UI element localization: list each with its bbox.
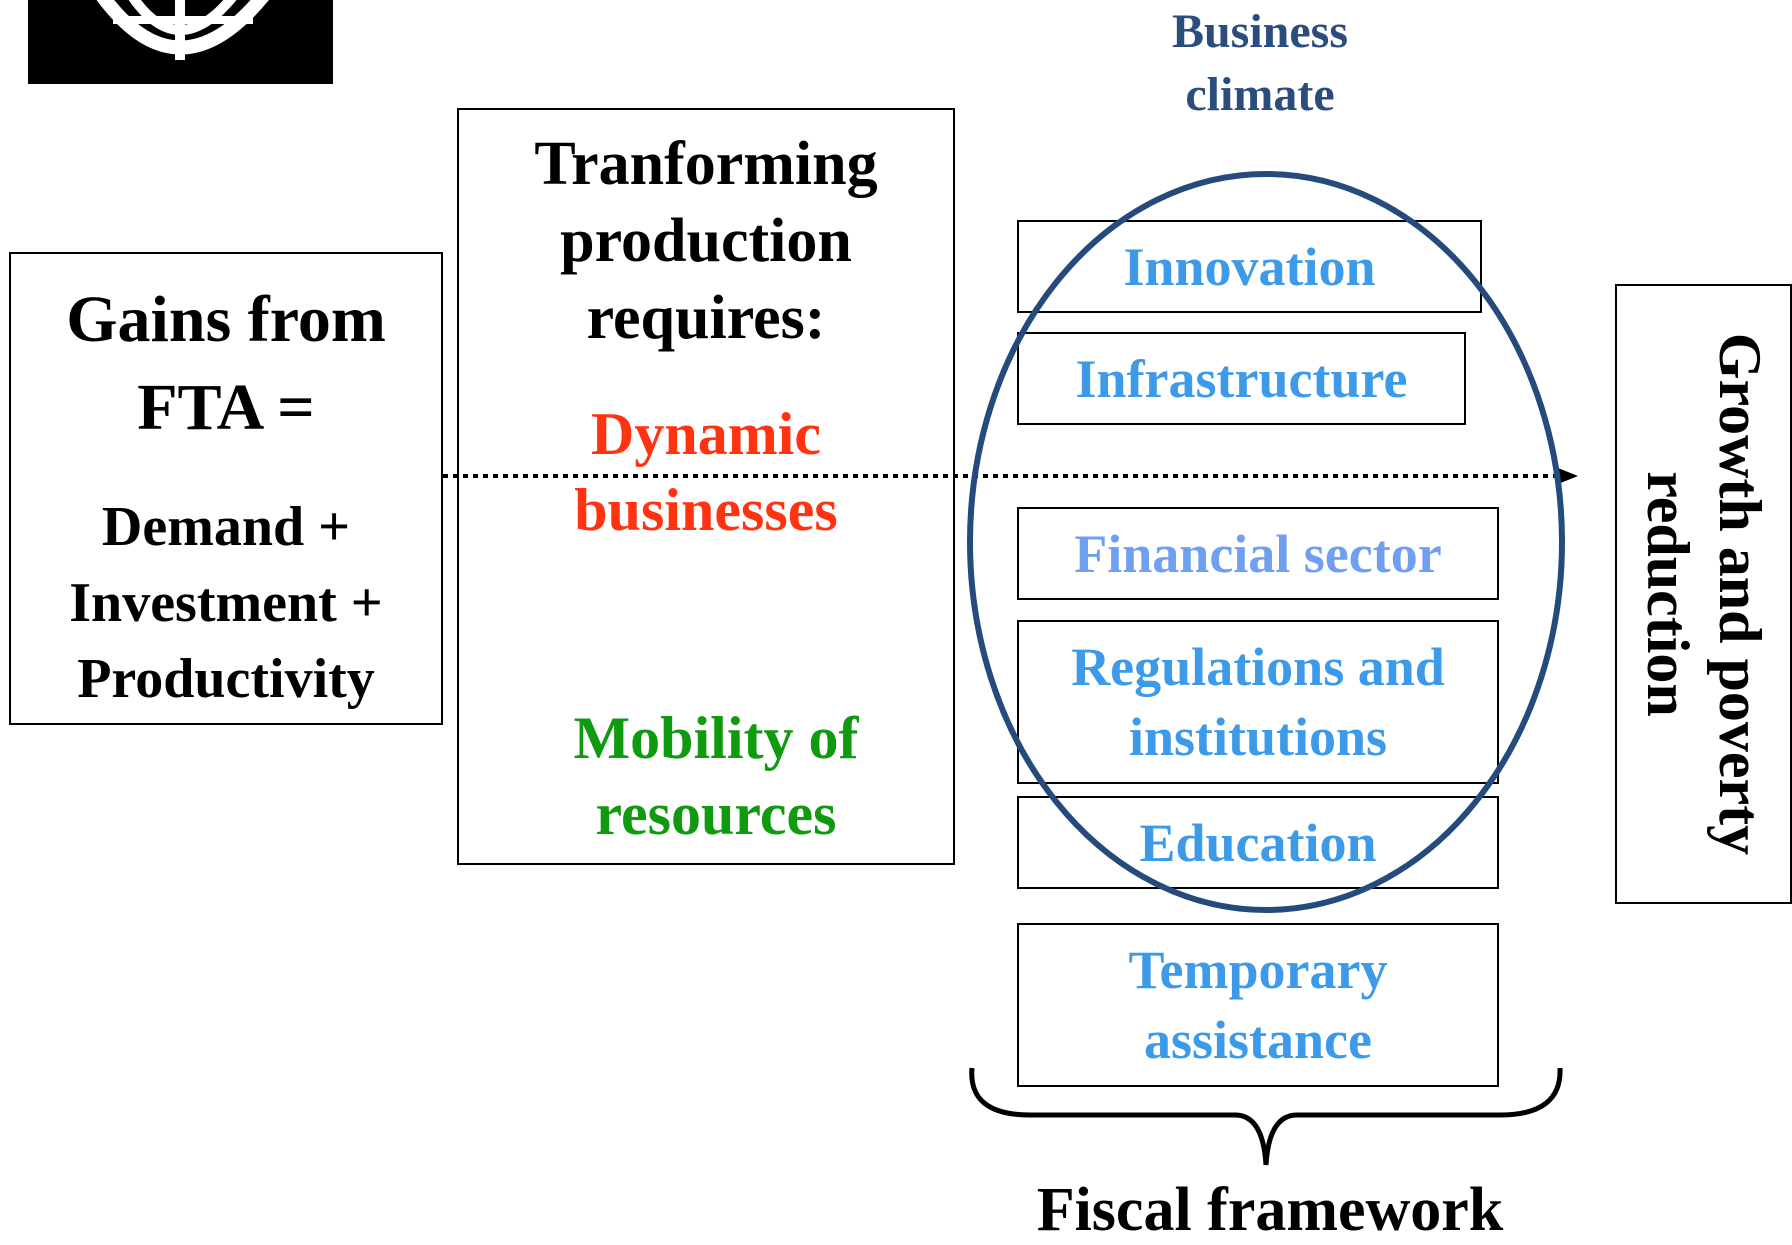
education-box: Education bbox=[1017, 796, 1499, 889]
gains-title: Gains from FTA = bbox=[11, 276, 441, 452]
transform-box: Tranforming production requires: Dynamic… bbox=[457, 108, 955, 865]
financial-sector-label: Financial sector bbox=[1074, 523, 1442, 584]
temporary-assistance-box: Temporary assistance bbox=[1017, 923, 1499, 1087]
regulations-line2: institutions bbox=[1128, 707, 1388, 767]
dynamic-line2: businesses bbox=[574, 477, 838, 543]
flow-arrow-head bbox=[1558, 468, 1578, 484]
infrastructure-box: Infrastructure bbox=[1017, 332, 1466, 425]
temporary-line2: assistance bbox=[1144, 1010, 1372, 1070]
globe-logo-icon bbox=[96, 0, 269, 60]
gains-terms: Demand + Investment + Productivity bbox=[11, 489, 441, 717]
gains-productivity: Productivity bbox=[77, 648, 375, 710]
transform-title-line2: production bbox=[560, 207, 852, 275]
innovation-box: Innovation bbox=[1017, 220, 1482, 313]
globe-logo bbox=[28, 0, 333, 84]
education-label: Education bbox=[1139, 812, 1377, 873]
dynamic-businesses: Dynamic businesses bbox=[459, 396, 953, 548]
dynamic-line1: Dynamic bbox=[591, 401, 821, 467]
business-climate-line2: climate bbox=[1185, 68, 1335, 121]
growth-line1: Growth and poverty bbox=[1706, 332, 1773, 856]
mobility-of-resources: Mobility of resources bbox=[469, 700, 963, 852]
fiscal-framework-label: Fiscal framework bbox=[1036, 1176, 1504, 1244]
infrastructure-label: Infrastructure bbox=[1075, 348, 1408, 409]
growth-line2: reduction bbox=[1634, 471, 1701, 717]
gains-box: Gains from FTA = Demand + Investment + P… bbox=[9, 252, 443, 725]
business-climate-label: Business climate bbox=[1090, 0, 1430, 126]
growth-text: Growth and poverty reduction bbox=[1632, 294, 1776, 894]
gains-title-line2: FTA = bbox=[137, 371, 315, 444]
gains-investment: Investment + bbox=[69, 572, 383, 634]
business-climate-line1: Business bbox=[1171, 5, 1349, 58]
mobility-line2: resources bbox=[595, 781, 837, 847]
transform-title-line3: requires: bbox=[586, 284, 826, 352]
gains-demand: Demand + bbox=[101, 496, 351, 558]
temporary-line1: Temporary bbox=[1128, 940, 1388, 1000]
mobility-line1: Mobility of bbox=[573, 705, 859, 771]
regulations-box: Regulations and institutions bbox=[1017, 620, 1499, 784]
regulations-line1: Regulations and bbox=[1071, 637, 1445, 697]
growth-box: Growth and poverty reduction bbox=[1615, 284, 1792, 904]
gains-title-line1: Gains from bbox=[66, 283, 386, 356]
transform-title-line1: Tranforming bbox=[534, 130, 878, 198]
transform-title: Tranforming production requires: bbox=[459, 126, 953, 357]
innovation-label: Innovation bbox=[1123, 236, 1376, 297]
financial-sector-box: Financial sector bbox=[1017, 507, 1499, 600]
